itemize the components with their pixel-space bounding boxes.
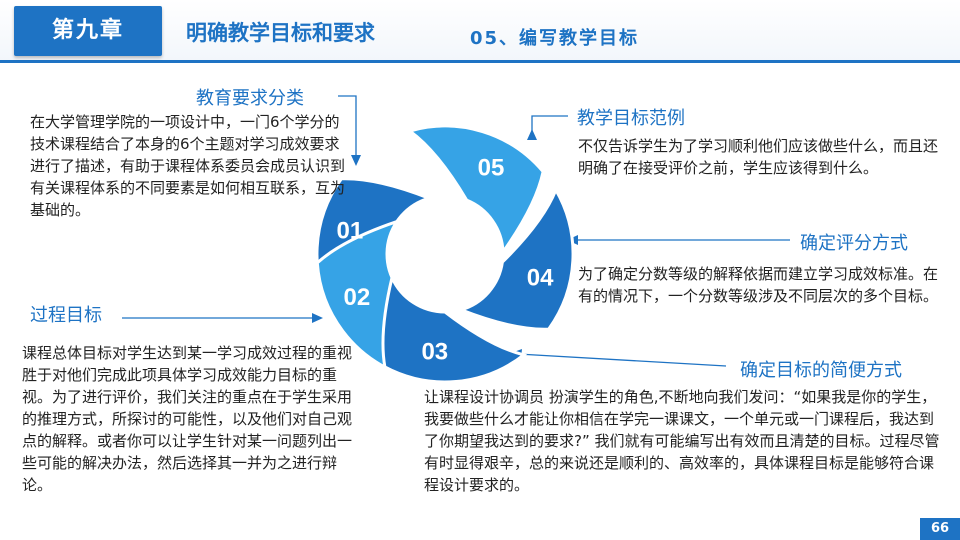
arrow-b2 — [312, 313, 323, 323]
arrow-b1 — [351, 155, 361, 166]
connector-b5 — [531, 115, 568, 136]
text-grading-method: 为了确定分数等级的解释依据而建立学习成效标准。在有的情况下，一个分数等级涉及不同… — [578, 265, 939, 305]
section-title: 05、编写教学目标 — [470, 28, 640, 49]
cycle-labels: 01 02 03 04 05 — [337, 155, 555, 366]
cycle-petal-05 — [406, 124, 545, 257]
header-divider — [0, 60, 960, 63]
cycle-label-01: 01 — [337, 217, 364, 244]
cycle-petal-04 — [456, 186, 575, 331]
text-simple-method: 让课程设计协调员 扮演学生的角色,不断地向我们发问：“如果我是你的学生，我要做些… — [424, 388, 940, 494]
cycle-label-03: 03 — [421, 339, 448, 366]
text-process-objectives: 课程总体目标对学生达到某一学习成效过程的重视胜于对他们完成此项具体学习成效能力目… — [22, 344, 353, 494]
heading-simple-method: 确定目标的简便方式 — [740, 360, 902, 381]
cycle-label-02: 02 — [344, 284, 371, 311]
arrow-b5 — [527, 129, 537, 140]
page-title: 明确教学目标和要求 — [186, 21, 375, 45]
cycle-label-04: 04 — [527, 265, 554, 292]
cycle-label-05: 05 — [478, 155, 505, 182]
page-number: 66 — [920, 518, 960, 540]
cycle-petals — [315, 124, 575, 384]
connector-lines — [122, 95, 790, 367]
text-objective-examples: 不仅告诉学生为了学习顺利他们应该做些什么，而且还明确了在接受评价之前，学生应该得… — [578, 137, 939, 177]
heading-education-requirements: 教育要求分类 — [196, 88, 304, 109]
cycle-petal-03 — [381, 272, 528, 384]
chapter-badge — [14, 6, 162, 56]
heading-objective-examples: 教学目标范例 — [577, 108, 685, 129]
connector-b3 — [517, 353, 727, 367]
text-education-requirements: 在大学管理学院的一项设计中，一门6个学分的技术课程结合了本身的6个主题对学习成效… — [30, 113, 346, 219]
chapter-label: 第九章 — [51, 18, 124, 43]
connector-b1 — [338, 95, 357, 158]
heading-process-objectives: 过程目标 — [30, 305, 102, 326]
heading-grading-method: 确定评分方式 — [800, 233, 908, 254]
